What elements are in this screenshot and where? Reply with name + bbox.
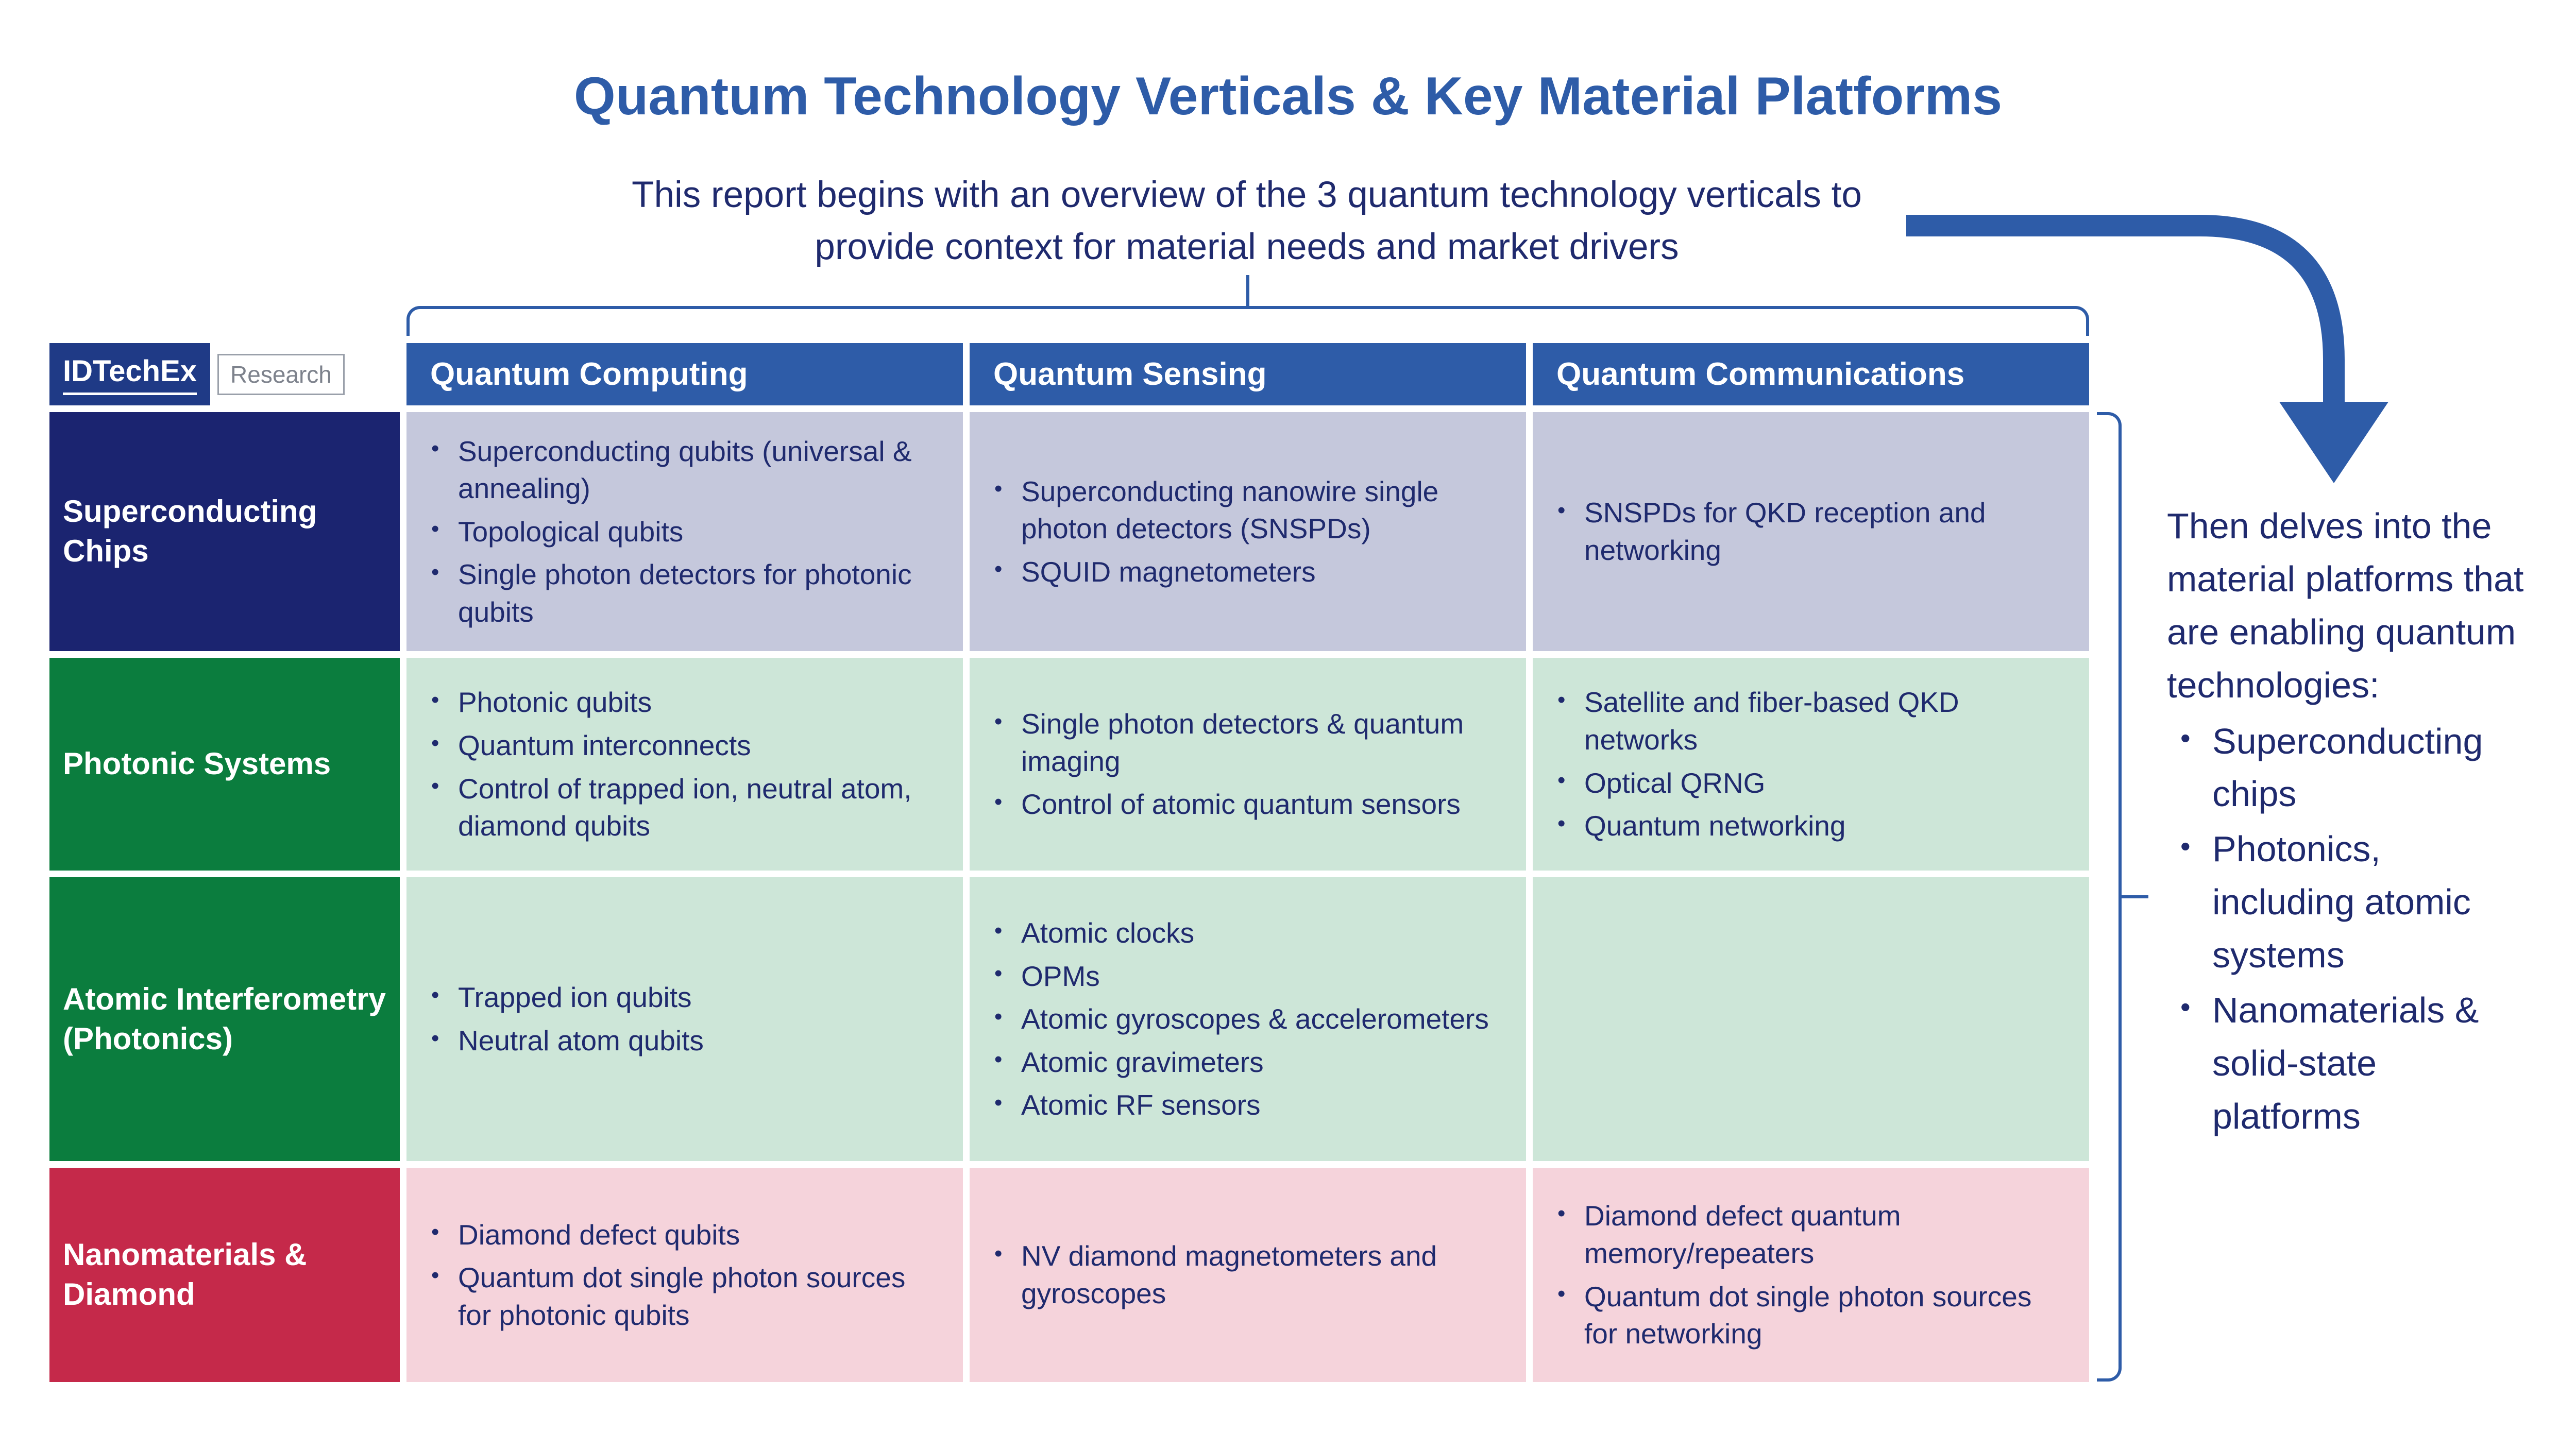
aside-bullet: Nanomaterials & solid-state platforms xyxy=(2167,984,2528,1143)
logo-brand-text: IDTechEx xyxy=(63,354,197,395)
bullet-item: Control of atomic quantum sensors xyxy=(987,786,1505,823)
bullet-item: Diamond defect qubits xyxy=(424,1216,942,1254)
cell-bullet-list: Photonic qubitsQuantum interconnectsCont… xyxy=(424,678,942,850)
cell-nanomaterials-diamond--quantum-sensing: NV diamond magnetometers and gyroscopes xyxy=(970,1168,1526,1382)
cell-bullet-list: Diamond defect qubitsQuantum dot single … xyxy=(424,1211,942,1340)
cell-bullet-list: Superconducting nanowire single photon d… xyxy=(987,467,1505,596)
bullet-item: Atomic gravimeters xyxy=(987,1044,1505,1081)
bullet-item: Single photon detectors & quantum imagin… xyxy=(987,705,1505,780)
bullet-item: Superconducting qubits (universal & anne… xyxy=(424,433,942,507)
cell-bullet-list: Trapped ion qubitsNeutral atom qubits xyxy=(424,973,942,1065)
page-title: Quantum Technology Verticals & Key Mater… xyxy=(573,66,2003,126)
cell-superconducting-chips--quantum-communications: SNSPDs for QKD reception and networking xyxy=(1533,412,2089,651)
bullet-item: Control of trapped ion, neutral atom, di… xyxy=(424,770,942,845)
right-bracket-tick xyxy=(2122,895,2148,898)
row-label-superconducting-chips: Superconducting Chips xyxy=(49,412,400,651)
bullet-item: Diamond defect quantum memory/repeaters xyxy=(1550,1197,2069,1272)
cell-atomic-interferometry-photonics--quantum-computing: Trapped ion qubitsNeutral atom qubits xyxy=(406,877,963,1161)
logo-brand: IDTechEx xyxy=(49,343,211,405)
aside-list: Superconducting chipsPhotonics, includin… xyxy=(2167,715,2528,1143)
top-bracket xyxy=(406,306,2089,336)
right-bracket xyxy=(2097,412,2122,1382)
logo-research-badge: Research xyxy=(217,353,345,395)
column-header-quantum-sensing: Quantum Sensing xyxy=(970,343,1526,405)
cell-bullet-list: Satellite and fiber-based QKD networksOp… xyxy=(1550,678,2069,850)
bullet-item: Atomic clocks xyxy=(987,914,1505,952)
cell-bullet-list: SNSPDs for QKD reception and networking xyxy=(1550,488,2069,574)
bullet-item: SQUID magnetometers xyxy=(987,553,1505,591)
cell-bullet-list: Superconducting qubits (universal & anne… xyxy=(424,427,942,637)
cell-bullet-list: NV diamond magnetometers and gyroscopes xyxy=(987,1232,1505,1318)
idtechex-logo: IDTechEx Research xyxy=(49,343,400,405)
bullet-item: Topological qubits xyxy=(424,513,942,551)
cell-bullet-list: Single photon detectors & quantum imagin… xyxy=(987,700,1505,829)
bullet-item: Satellite and fiber-based QKD networks xyxy=(1550,684,2069,758)
column-header-quantum-computing: Quantum Computing xyxy=(406,343,963,405)
top-bracket-stem xyxy=(1246,275,1249,307)
aside-intro: Then delves into the material platforms … xyxy=(2167,506,2524,705)
bullet-item: Quantum dot single photon sources for ph… xyxy=(424,1259,942,1334)
bullet-item: NV diamond magnetometers and gyroscopes xyxy=(987,1237,1505,1312)
bullet-item: Quantum networking xyxy=(1550,807,2069,845)
cell-photonic-systems--quantum-communications: Satellite and fiber-based QKD networksOp… xyxy=(1533,658,2089,871)
row-label-atomic-interferometry-photonics: Atomic Interferometry (Photonics) xyxy=(49,877,400,1161)
cell-bullet-list: Diamond defect quantum memory/repeatersQ… xyxy=(1550,1191,2069,1358)
cell-nanomaterials-diamond--quantum-communications: Diamond defect quantum memory/repeatersQ… xyxy=(1533,1168,2089,1382)
bullet-item: Single photon detectors for photonic qub… xyxy=(424,556,942,630)
cell-photonic-systems--quantum-sensing: Single photon detectors & quantum imagin… xyxy=(970,658,1526,871)
column-header-quantum-communications: Quantum Communications xyxy=(1533,343,2089,405)
bullet-item: Atomic gyroscopes & accelerometers xyxy=(987,1000,1505,1038)
bullet-item: Trapped ion qubits xyxy=(424,979,942,1016)
cell-bullet-list: Atomic clocksOPMsAtomic gyroscopes & acc… xyxy=(987,909,1505,1130)
row-label-photonic-systems: Photonic Systems xyxy=(49,658,400,871)
row-label-nanomaterials-diamond: Nanomaterials & Diamond xyxy=(49,1168,400,1382)
bullet-item: SNSPDs for QKD reception and networking xyxy=(1550,494,2069,569)
aside-bullet: Photonics, including atomic systems xyxy=(2167,823,2528,982)
bullet-item: Quantum interconnects xyxy=(424,727,942,764)
aside-note: Then delves into the material platforms … xyxy=(2167,500,2528,1145)
curved-arrow-head xyxy=(2279,402,2388,483)
cell-superconducting-chips--quantum-computing: Superconducting qubits (universal & anne… xyxy=(406,412,963,651)
cell-nanomaterials-diamond--quantum-computing: Diamond defect qubitsQuantum dot single … xyxy=(406,1168,963,1382)
bullet-item: Superconducting nanowire single photon d… xyxy=(987,473,1505,548)
logo-research-text: Research xyxy=(230,361,332,388)
cell-photonic-systems--quantum-computing: Photonic qubitsQuantum interconnectsCont… xyxy=(406,658,963,871)
cell-atomic-interferometry-photonics--quantum-communications xyxy=(1533,877,2089,1161)
bullet-item: Quantum dot single photon sources for ne… xyxy=(1550,1278,2069,1353)
bullet-item: Neutral atom qubits xyxy=(424,1022,942,1060)
bullet-item: Optical QRNG xyxy=(1550,764,2069,802)
bullet-item: Atomic RF sensors xyxy=(987,1086,1505,1124)
cell-superconducting-chips--quantum-sensing: Superconducting nanowire single photon d… xyxy=(970,412,1526,651)
bullet-item: Photonic qubits xyxy=(424,684,942,721)
aside-bullet: Superconducting chips xyxy=(2167,715,2528,821)
subtitle: This report begins with an overview of t… xyxy=(632,175,1862,267)
cell-atomic-interferometry-photonics--quantum-sensing: Atomic clocksOPMsAtomic gyroscopes & acc… xyxy=(970,877,1526,1161)
bullet-item: OPMs xyxy=(987,958,1505,995)
